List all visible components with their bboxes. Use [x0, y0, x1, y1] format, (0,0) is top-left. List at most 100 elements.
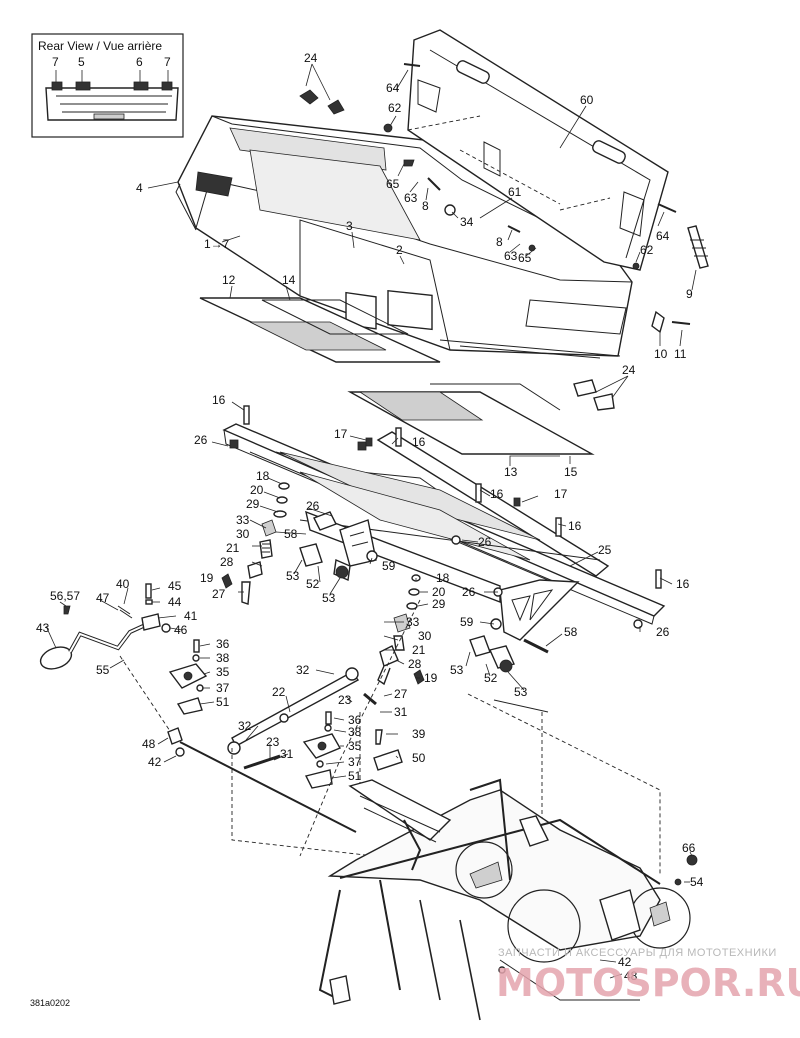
watermark-line1: ЗАПЧАСТИ И АКСЕССУАРЫ ДЛЯ МОТОТЕХНИКИ [498, 947, 777, 959]
callout-16: 16 [212, 393, 226, 407]
callout-53-c: 53 [450, 663, 464, 677]
callout-21: 21 [226, 541, 240, 555]
callout-30-b: 30 [418, 629, 432, 643]
callout-22: 22 [272, 685, 286, 699]
callout-58-b: 58 [564, 625, 578, 639]
callout-17: 17 [334, 427, 348, 441]
callout-53: 53 [286, 569, 300, 583]
callout-4: 4 [136, 181, 143, 195]
callout-44: 44 [168, 595, 182, 609]
callout-31: 31 [394, 705, 408, 719]
callout-65-b: 65 [518, 251, 532, 265]
callout-19: 19 [200, 571, 214, 585]
callout-26: 26 [194, 433, 208, 447]
callout-59-b: 59 [460, 615, 474, 629]
callout-19-b: 19 [424, 671, 438, 685]
floor-mats [199, 297, 595, 455]
callout-62-b: 62 [640, 243, 654, 257]
callout-60: 60 [580, 93, 594, 107]
callout-26-c: 26 [478, 535, 492, 549]
callout-9: 9 [686, 287, 693, 301]
callout-36-b: 36 [348, 713, 362, 727]
callout-64: 64 [386, 81, 400, 95]
callout-10: 10 [654, 347, 668, 361]
callout-43: 43 [36, 621, 50, 635]
callout-24-b: 24 [622, 363, 636, 377]
callout-12: 12 [222, 273, 236, 287]
callout-53-d: 53 [514, 685, 528, 699]
callout-35: 35 [216, 665, 230, 679]
callout-41: 41 [184, 609, 198, 623]
subframe-bolts [243, 405, 662, 629]
callout-33: 33 [236, 513, 250, 527]
callout-31-b: 31 [280, 747, 294, 761]
callout-36: 36 [216, 637, 230, 651]
callout-61: 61 [508, 185, 522, 199]
callout-16-b: 16 [412, 435, 426, 449]
callout-66: 66 [682, 841, 696, 855]
cargo-box [175, 115, 633, 359]
callout-39: 39 [412, 727, 426, 741]
callout-24: 24 [304, 51, 318, 65]
callout-32-b: 32 [238, 719, 252, 733]
callout-26-e: 26 [656, 625, 670, 639]
callout-25: 25 [598, 543, 612, 557]
callout-26-d: 26 [462, 585, 476, 599]
callout-23: 23 [338, 693, 352, 707]
callout-20-b: 20 [432, 585, 446, 599]
callout-54: 54 [690, 875, 704, 889]
chassis-frame [318, 778, 698, 1021]
callout-21-b: 21 [412, 643, 426, 657]
callout-16-e: 16 [676, 577, 690, 591]
callout-29: 29 [246, 497, 260, 511]
callout-56-57: 56,57 [50, 589, 80, 603]
box-subframe [222, 423, 666, 641]
leader-lines [45, 63, 697, 979]
callout-15: 15 [564, 465, 578, 479]
callout-63-b: 63 [504, 249, 518, 263]
callout-51: 51 [216, 695, 230, 709]
callout-23-b: 23 [266, 735, 280, 749]
bumpers-24 [573, 379, 615, 411]
callout-27: 27 [212, 587, 226, 601]
inset-title: Rear View / Vue arrière [38, 39, 162, 53]
callout-2: 2 [396, 243, 403, 257]
inset-label-5: 5 [78, 55, 85, 69]
callout-8-b: 8 [496, 235, 503, 249]
callout-37-b: 37 [348, 755, 362, 769]
callout-37: 37 [216, 681, 230, 695]
lever-assembly [39, 583, 357, 833]
callout-29-b: 29 [432, 597, 446, 611]
callout-33-b: 33 [406, 615, 420, 629]
callout-16-d: 16 [568, 519, 582, 533]
callout-3: 3 [346, 219, 353, 233]
callout-8: 8 [422, 199, 429, 213]
callout-42-b: 42 [618, 955, 632, 969]
callout-38-b: 38 [348, 725, 362, 739]
callout-55: 55 [96, 663, 110, 677]
callout-59: 59 [382, 559, 396, 573]
callout-34: 34 [460, 215, 474, 229]
callout-32: 32 [296, 663, 310, 677]
callout-42: 42 [148, 755, 162, 769]
callout-13: 13 [504, 465, 518, 479]
callout-38: 38 [216, 651, 230, 665]
callout-63: 63 [404, 191, 418, 205]
callout-11: 11 [674, 347, 687, 361]
callout-48-b: 48 [624, 969, 638, 983]
callout-17-b: 17 [554, 487, 568, 501]
callout-40: 40 [116, 577, 130, 591]
callout-14: 14 [282, 273, 296, 287]
callout-18-b: 18 [436, 571, 450, 585]
callout-50: 50 [412, 751, 426, 765]
watermark-line2: MOTOSPOR.RU [496, 961, 800, 1005]
callout-65: 65 [386, 177, 400, 191]
inset-label-7-right: 7 [164, 55, 171, 69]
callouts: 24 60 64 62 4 65 63 8 61 34 3 2 1→7 8 63… [36, 51, 704, 983]
inset-label-6: 6 [136, 55, 143, 69]
callout-48: 48 [142, 737, 156, 751]
callout-16-c: 16 [490, 487, 504, 501]
callout-53-b: 53 [322, 591, 336, 605]
watermark: ЗАПЧАСТИ И АКСЕССУАРЫ ДЛЯ МОТОТЕХНИКИ MO… [496, 947, 800, 1005]
